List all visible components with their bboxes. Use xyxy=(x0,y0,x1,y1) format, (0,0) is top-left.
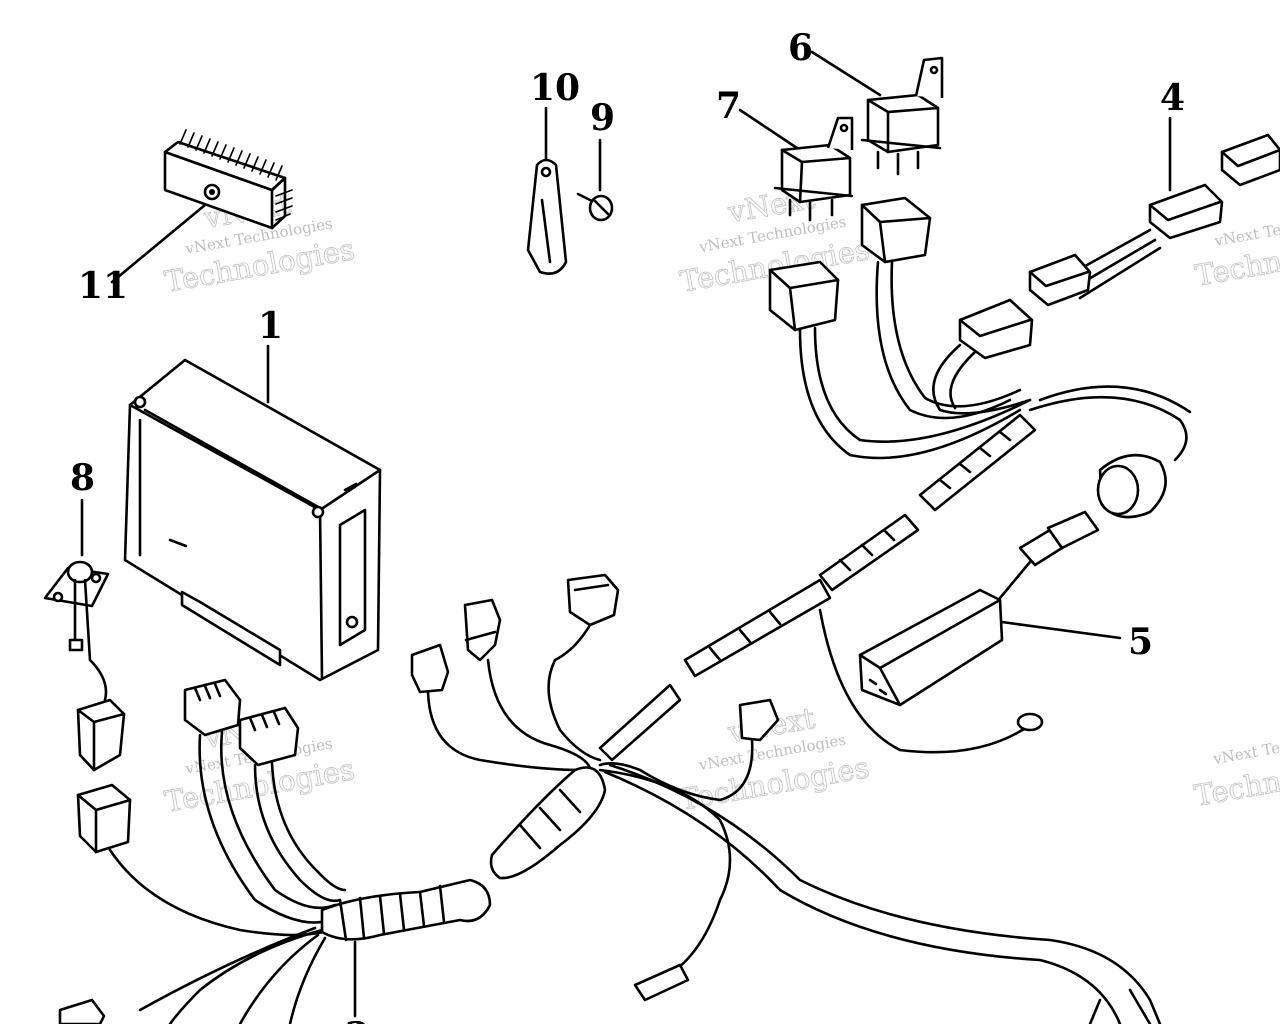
callout-11: 11 xyxy=(78,265,128,307)
callout-8: 8 xyxy=(70,457,95,499)
callout-9: 9 xyxy=(590,97,615,139)
callout-5: 5 xyxy=(1128,621,1153,663)
part-1-ecu-control-unit xyxy=(123,358,382,682)
harness-left xyxy=(58,678,492,1024)
part-9-screw xyxy=(576,192,614,222)
part-11-pin-block xyxy=(163,129,293,230)
part-7-relay xyxy=(773,116,854,222)
part-4-connector-pair xyxy=(932,133,1280,415)
callout-10: 10 xyxy=(530,67,580,109)
harness-upper-right xyxy=(598,385,1192,762)
callout-7: 7 xyxy=(716,85,741,127)
part-10-bracket xyxy=(526,158,568,275)
leader-line-5 xyxy=(1000,620,1122,640)
leader-line-11 xyxy=(110,203,207,284)
callout-4: 4 xyxy=(1160,77,1185,119)
watermark-text: vNext Technologies xyxy=(1212,206,1280,250)
part-5-fuse-holder xyxy=(818,510,1100,754)
watermark-group-right-mid: vNext Technologies Technologies xyxy=(1191,725,1280,814)
part-8-sensor xyxy=(43,560,132,854)
callout-1: 1 xyxy=(258,305,283,347)
watermark-text: vNext Technologies xyxy=(1211,725,1280,769)
relay-sockets xyxy=(768,196,1032,460)
leader-line-6 xyxy=(810,50,882,97)
callout-6: 6 xyxy=(788,27,813,69)
callout-2: 2 xyxy=(345,1015,370,1024)
leader-line-7 xyxy=(738,108,802,152)
harness-center xyxy=(410,573,1162,1024)
part-6-relay xyxy=(860,56,944,176)
